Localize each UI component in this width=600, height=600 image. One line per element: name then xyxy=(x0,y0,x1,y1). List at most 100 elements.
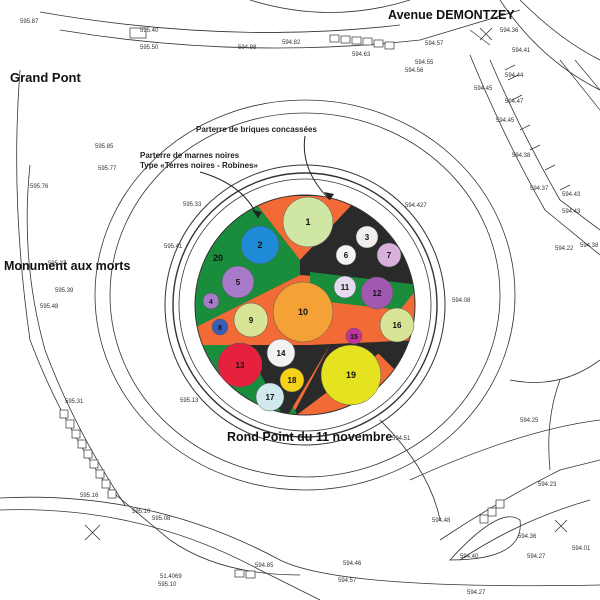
elevation-label: 594.27 xyxy=(527,554,546,560)
elevation-label: 595.31 xyxy=(65,399,84,405)
x-marks xyxy=(84,27,568,541)
svg-text:3: 3 xyxy=(365,233,370,242)
svg-text:6: 6 xyxy=(344,251,349,260)
svg-text:16: 16 xyxy=(393,321,402,330)
elevation-label: 595.08 xyxy=(152,516,171,522)
svg-text:11: 11 xyxy=(341,283,350,292)
arrow-heads xyxy=(252,192,334,218)
svg-text:1: 1 xyxy=(305,217,310,227)
elevation-label: 595.39 xyxy=(55,288,74,294)
elevation-label: 595.16 xyxy=(80,493,99,499)
elevation-label: 594.36 xyxy=(500,28,519,34)
svg-text:13: 13 xyxy=(236,361,245,370)
elevation-label: 594.40 xyxy=(460,554,479,560)
label-rond-point: Rond Point du 11 novembre xyxy=(227,430,392,444)
plant-3: 3 xyxy=(355,225,379,249)
plant-6: 6 xyxy=(335,244,357,266)
elevation-label: 594.44 xyxy=(505,73,524,79)
elevation-label: 594.427 xyxy=(405,203,427,209)
elevation-label: 594.45 xyxy=(496,118,515,124)
elevation-label: 594.43 xyxy=(562,209,581,215)
elevation-label: 595.85 xyxy=(95,144,114,150)
plant-13: 13 xyxy=(217,342,263,388)
elevation-label: 595.77 xyxy=(98,166,117,172)
svg-text:8: 8 xyxy=(218,325,222,332)
annotation-briques: Parterre de briques concassées xyxy=(196,125,318,134)
plant-17: 17 xyxy=(255,382,285,412)
plant-11: 11 xyxy=(333,275,357,299)
elevation-label: 595.13 xyxy=(180,398,199,404)
elevation-label: 595.10 xyxy=(158,582,177,588)
elevation-label: 594.41 xyxy=(512,48,531,54)
hatch-marks xyxy=(469,29,600,191)
elevation-label: 594.85 xyxy=(255,563,274,569)
svg-text:7: 7 xyxy=(387,251,392,260)
label-grand-pont: Grand Pont xyxy=(10,70,81,85)
label-monument: Monument aux morts xyxy=(4,259,130,273)
svg-text:5: 5 xyxy=(236,278,241,287)
elevation-label: 594.36 xyxy=(518,534,537,540)
elevation-label: 594.46 xyxy=(343,561,362,567)
elevation-label: 594.45 xyxy=(474,86,493,92)
elevation-label: 595.10 xyxy=(132,509,151,515)
plant-10: 10 xyxy=(272,281,334,343)
elevation-label: 594.25 xyxy=(520,418,539,424)
plant-20-label: 20 xyxy=(213,253,223,263)
plant-circles: 1 2 3 4 5 6 7 8 9 10 11 12 13 14 15 16 1… xyxy=(202,196,415,412)
elevation-label: 595.50 xyxy=(140,45,159,51)
plant-19: 19 xyxy=(320,344,382,406)
annotation-marnes-line2: Type «Terres noires - Robines» xyxy=(140,161,259,170)
plant-4: 4 xyxy=(202,292,220,310)
elevation-label: 595.33 xyxy=(183,202,202,208)
plant-14: 14 xyxy=(266,338,296,368)
elevation-label: 594.37 xyxy=(530,186,549,192)
plant-1: 1 xyxy=(282,196,334,248)
elevation-label: 594.98 xyxy=(238,45,257,51)
elevation-label: 594.63 xyxy=(352,52,371,58)
elevation-label: 595.87 xyxy=(20,19,39,25)
svg-text:10: 10 xyxy=(298,307,308,317)
elevation-label: 594.01 xyxy=(572,546,591,552)
elevation-label: 595.37 xyxy=(48,261,67,267)
elevation-label: 594.08 xyxy=(452,298,471,304)
annotation-marnes-line1: Parterre de marnes noires xyxy=(140,151,240,160)
svg-text:19: 19 xyxy=(346,370,356,380)
plant-12: 12 xyxy=(360,276,394,310)
elevation-label: 594.57 xyxy=(425,41,444,47)
plant-16: 16 xyxy=(379,307,415,343)
elevation-label: 594.56 xyxy=(405,68,424,74)
elevation-label: 594.38 xyxy=(580,243,599,249)
curb-blocks xyxy=(59,27,505,579)
plant-2: 2 xyxy=(240,225,280,265)
svg-text:9: 9 xyxy=(249,316,254,325)
svg-text:2: 2 xyxy=(257,240,262,250)
svg-text:14: 14 xyxy=(277,349,286,358)
elevation-label: 594.27 xyxy=(467,590,486,596)
svg-text:18: 18 xyxy=(288,376,297,385)
elevation-label: 594.48 xyxy=(432,518,451,524)
plant-18: 18 xyxy=(279,367,305,393)
elevation-labels: 595.87 595.40 595.50 594.98 594.82 594.6… xyxy=(20,19,599,596)
label-avenue: Avenue DEMONTZEY xyxy=(388,8,515,22)
elevation-label: 51.4069 xyxy=(160,574,182,580)
elevation-label: 595.41 xyxy=(164,244,183,250)
elevation-label: 594.47 xyxy=(505,99,524,105)
elevation-label: 595.48 xyxy=(40,304,59,310)
svg-text:4: 4 xyxy=(209,299,213,306)
elevation-label: 594.51 xyxy=(392,436,411,442)
elevation-label: 594.43 xyxy=(562,192,581,198)
plant-9: 9 xyxy=(233,302,269,338)
bed-edge xyxy=(194,194,416,416)
svg-text:15: 15 xyxy=(350,334,358,341)
plant-15: 15 xyxy=(345,327,363,345)
elevation-label: 594.55 xyxy=(415,60,434,66)
elevation-label: 594.22 xyxy=(555,246,574,252)
svg-text:12: 12 xyxy=(373,289,382,298)
plant-7: 7 xyxy=(376,242,402,268)
plant-8: 8 xyxy=(211,318,229,336)
elevation-label: 594.38 xyxy=(512,153,531,159)
elevation-label: 594.23 xyxy=(538,482,557,488)
